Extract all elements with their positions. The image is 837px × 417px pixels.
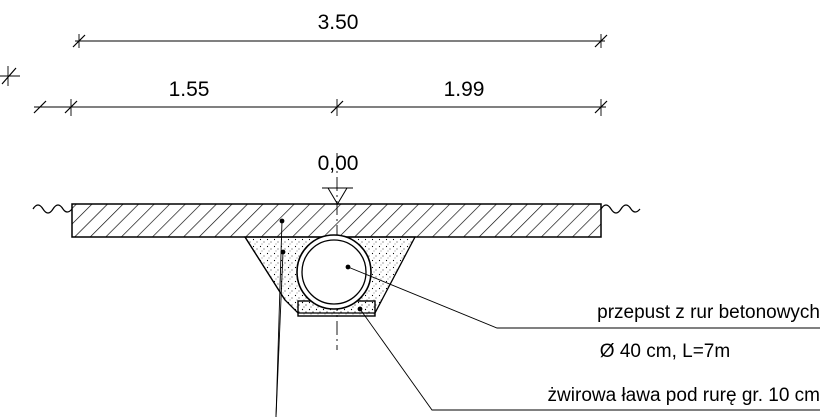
overall-dimension-label: 3.50 [318, 11, 359, 34]
gravel-bed-note: żwirowa ława pod rurę gr. 10 cm [548, 385, 820, 406]
partial-dimensions: 1.55 1.99 [33, 78, 608, 116]
culvert-note-line2: Ø 40 cm, L=7m [600, 341, 730, 362]
left-dimension-label: 1.55 [169, 78, 210, 101]
ground-break-line-left [32, 204, 73, 214]
elevation-marker: 0,00 [318, 152, 359, 205]
culvert-note-line1: przepust z rur betonowych [597, 302, 820, 323]
ground-break-line-right [600, 204, 641, 214]
culvert-pipe [296, 234, 372, 310]
road-slab [71, 203, 602, 238]
leader-lines [275, 218, 820, 417]
right-dimension-label: 1.99 [444, 78, 485, 101]
level-tick-mark [0, 66, 20, 86]
overall-dimension: 3.50 [72, 11, 608, 48]
elevation-label: 0,00 [318, 152, 359, 175]
